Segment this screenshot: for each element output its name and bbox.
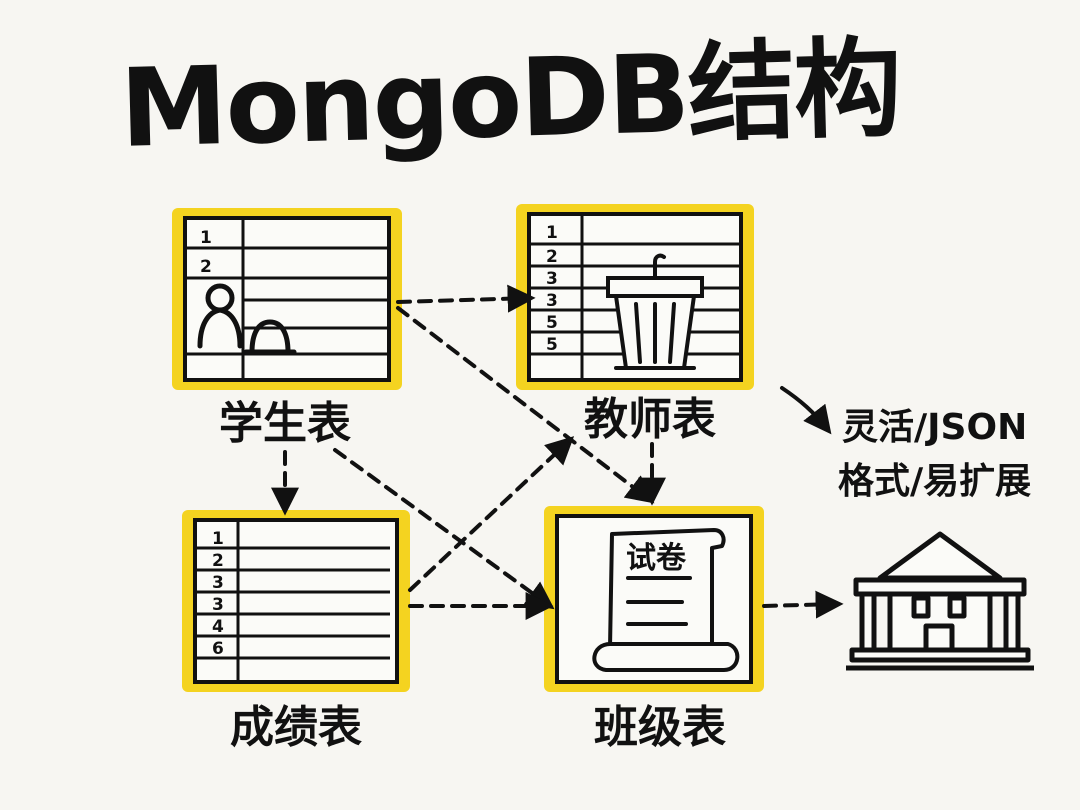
students-row-1: 1	[200, 228, 212, 248]
arrow-to-note	[780, 386, 832, 435]
podium-icon	[606, 253, 704, 370]
teachers-table: 1 2 3 3 5 5	[516, 204, 754, 390]
arrow-students-label-to-classes	[333, 448, 555, 610]
note-line-2: 格式/易扩展	[838, 461, 1032, 502]
people-icon	[197, 283, 297, 355]
relationship-arrows	[271, 284, 844, 620]
scores-row-3: 3	[212, 573, 224, 593]
scores-row-6: 6	[212, 639, 224, 659]
teachers-row-5: 5	[546, 313, 558, 333]
students-table: 1 2	[172, 208, 402, 390]
students-label: 学生表	[219, 398, 351, 449]
teachers-row-6: 5	[546, 335, 558, 355]
arrow-scores-to-teachers	[408, 436, 575, 592]
note-line-1: 灵活/JSON	[842, 407, 1028, 448]
arrow-classes-to-building	[762, 590, 844, 619]
teachers-row-2: 2	[546, 247, 558, 267]
teachers-label: 教师表	[584, 394, 716, 445]
scores-row-1: 1	[212, 529, 224, 549]
exam-paper-icon	[592, 528, 740, 672]
scores-row-2: 2	[212, 551, 224, 571]
teachers-row-1: 1	[546, 223, 558, 243]
arrow-students-to-teachers	[396, 284, 536, 313]
scores-label: 成绩表	[230, 702, 362, 753]
teachers-row-3: 3	[546, 269, 558, 289]
students-row-2: 2	[200, 257, 212, 277]
classes-label: 班级表	[594, 702, 726, 753]
classes-table: 试卷	[544, 506, 764, 692]
scores-row-5: 4	[212, 617, 224, 637]
arrow-students-to-classes	[396, 306, 655, 504]
scores-table: 1 2 3 3 4 6	[182, 510, 410, 692]
exam-paper-text: 试卷	[626, 541, 687, 576]
teachers-row-4: 3	[546, 291, 558, 311]
building-icon	[846, 531, 1034, 671]
scores-row-4: 3	[212, 595, 224, 615]
